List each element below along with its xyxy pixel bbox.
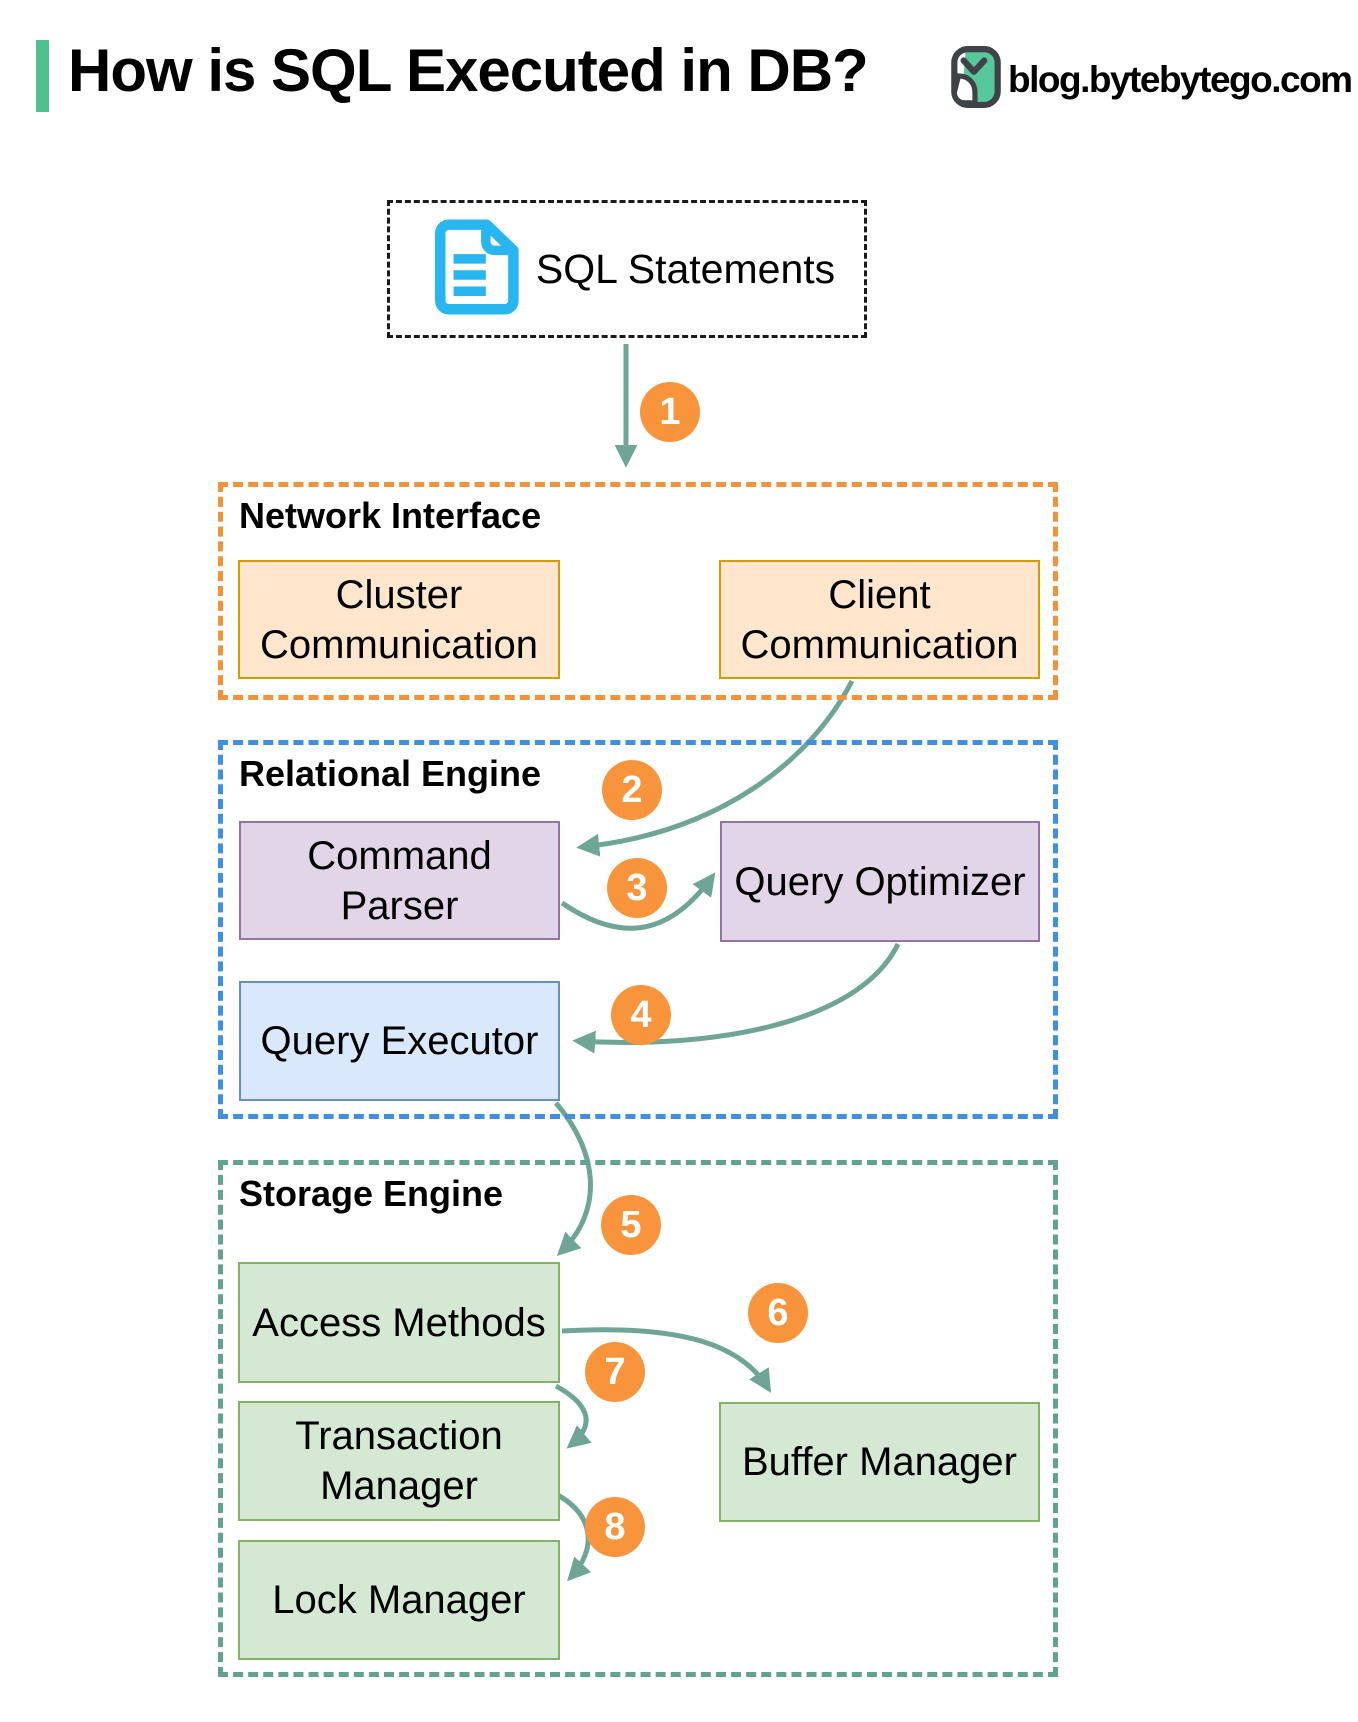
node-label: Access Methods bbox=[252, 1300, 546, 1345]
node-command-parser: Command Parser bbox=[239, 821, 560, 940]
node-label: Query Optimizer bbox=[734, 859, 1026, 904]
sql-statements-box: SQL Statements bbox=[387, 200, 867, 338]
section-label-relational-engine: Relational Engine bbox=[239, 753, 542, 794]
step-badge-1: 1 bbox=[640, 382, 700, 442]
node-label: Cluster Communication bbox=[260, 572, 538, 667]
section-label-network-interface: Network Interface bbox=[239, 495, 542, 536]
page-title: How is SQL Executed in DB? bbox=[68, 37, 869, 104]
node-cluster-communication: Cluster Communication bbox=[238, 560, 560, 679]
node-query-optimizer: Query Optimizer bbox=[720, 821, 1040, 942]
step-badge-6: 6 bbox=[748, 1283, 808, 1343]
section-label-storage-engine: Storage Engine bbox=[239, 1173, 504, 1214]
section-storage-engine: Storage Engine bbox=[218, 1160, 1058, 1677]
node-label: Lock Manager bbox=[272, 1578, 526, 1622]
node-label: Transaction Manager bbox=[295, 1414, 503, 1508]
node-access-methods: Access Methods bbox=[238, 1262, 560, 1383]
step-badge-8: 8 bbox=[585, 1497, 645, 1557]
node-lock-manager: Lock Manager bbox=[238, 1540, 560, 1660]
node-buffer-manager: Buffer Manager bbox=[719, 1402, 1040, 1522]
node-label: Command Parser bbox=[307, 833, 492, 928]
node-label: Buffer Manager bbox=[742, 1440, 1017, 1484]
step-badge-7: 7 bbox=[585, 1342, 645, 1402]
node-transaction-manager: Transaction Manager bbox=[238, 1401, 560, 1521]
section-relational-engine: Relational Engine bbox=[218, 740, 1058, 1119]
node-query-executor: Query Executor bbox=[239, 981, 560, 1101]
sql-statements-label: SQL Statements bbox=[535, 245, 836, 292]
node-client-communication: Client Communication bbox=[719, 560, 1040, 679]
node-label: Client Communication bbox=[740, 572, 1019, 667]
step-badge-5: 5 bbox=[601, 1195, 661, 1255]
document-icon bbox=[426, 218, 521, 320]
brand: blog.bytebytego.com bbox=[950, 45, 1353, 114]
step-badge-3: 3 bbox=[607, 858, 667, 918]
node-label: Query Executor bbox=[260, 1019, 539, 1063]
brand-url: blog.bytebytego.com bbox=[1008, 58, 1353, 100]
section-network-interface: Network Interface bbox=[218, 482, 1058, 700]
bytebytego-logo-icon bbox=[950, 45, 1002, 114]
step-badge-2: 2 bbox=[602, 760, 662, 820]
title-accent-bar bbox=[36, 40, 49, 112]
step-badge-4: 4 bbox=[611, 985, 671, 1045]
